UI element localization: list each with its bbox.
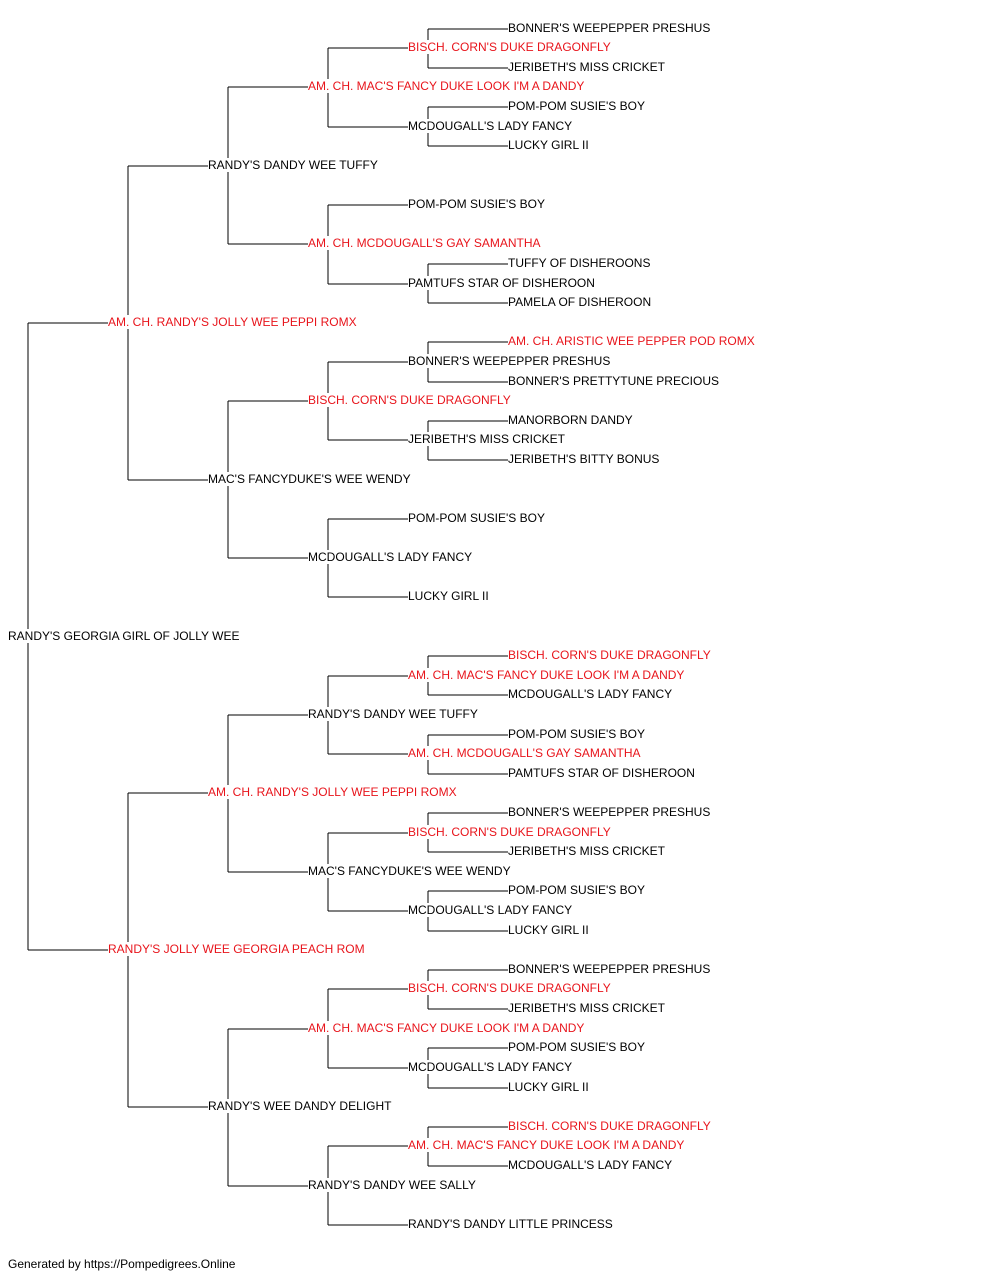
dog-name-dam-dam-dam-sire-sire: BISCH. CORN'S DUKE DRAGONFLY xyxy=(508,1119,712,1133)
dog-name-dam-sire-sire-sire-dam: MCDOUGALL'S LADY FANCY xyxy=(508,687,674,701)
dog-name-sire-sire: RANDY'S DANDY WEE TUFFY xyxy=(208,158,379,172)
dog-name-sire-dam-dam: MCDOUGALL'S LADY FANCY xyxy=(308,550,474,564)
dog-name-dam-dam-dam-sire: AM. CH. MAC'S FANCY DUKE LOOK I'M A DAND… xyxy=(408,1138,686,1152)
dog-name-dam-dam-dam-dam: RANDY'S DANDY LITTLE PRINCESS xyxy=(408,1217,614,1231)
dog-name-sire-sire-dam: AM. CH. MCDOUGALL'S GAY SAMANTHA xyxy=(308,236,542,250)
dog-name-dam-sire-dam-dam-dam: LUCKY GIRL II xyxy=(508,923,590,937)
dog-name-dam-sire-sire-dam-sire: POM-POM SUSIE'S BOY xyxy=(508,727,646,741)
dog-name-sire-dam: MAC'S FANCYDUKE'S WEE WENDY xyxy=(208,472,412,486)
dog-name-dam-dam-sire-sire: BISCH. CORN'S DUKE DRAGONFLY xyxy=(408,981,612,995)
dog-name-dam-dam-dam: RANDY'S DANDY WEE SALLY xyxy=(308,1178,477,1192)
dog-name-sire-sire-sire-dam: MCDOUGALL'S LADY FANCY xyxy=(408,119,574,133)
dog-name-dam-sire-sire-dam: AM. CH. MCDOUGALL'S GAY SAMANTHA xyxy=(408,746,642,760)
dog-name-sire-sire-dam-dam-sire: TUFFY OF DISHEROONS xyxy=(508,256,652,270)
dog-name-sire-dam-sire-sire: BONNER'S WEEPEPPER PRESHUS xyxy=(408,354,612,368)
dog-name-dam-dam-sire-sire-dam: JERIBETH'S MISS CRICKET xyxy=(508,1001,666,1015)
dog-name-dam: RANDY'S JOLLY WEE GEORGIA PEACH ROM xyxy=(108,942,366,956)
dog-name-sire-sire-dam-dam-dam: PAMELA OF DISHEROON xyxy=(508,295,653,309)
dog-name-sire-dam-dam-dam: LUCKY GIRL II xyxy=(408,589,490,603)
dog-name-sire-sire-sire-sire-sire: BONNER'S WEEPEPPER PRESHUS xyxy=(508,21,712,35)
dog-name-dam-dam-sire-dam-dam: LUCKY GIRL II xyxy=(508,1080,590,1094)
dog-name-dam-sire-sire: RANDY'S DANDY WEE TUFFY xyxy=(308,707,479,721)
dog-name-dam-sire-dam-dam: MCDOUGALL'S LADY FANCY xyxy=(408,903,574,917)
dog-name-dam-sire-sire-sire: AM. CH. MAC'S FANCY DUKE LOOK I'M A DAND… xyxy=(408,668,686,682)
dog-name-sire: AM. CH. RANDY'S JOLLY WEE PEPPI ROMX xyxy=(108,315,358,329)
dog-name-subject: RANDY'S GEORGIA GIRL OF JOLLY WEE xyxy=(8,629,241,643)
dog-name-dam-sire-dam-sire: BISCH. CORN'S DUKE DRAGONFLY xyxy=(408,825,612,839)
dog-name-sire-sire-dam-sire: POM-POM SUSIE'S BOY xyxy=(408,197,546,211)
dog-name-sire-dam-sire-dam-dam: JERIBETH'S BITTY BONUS xyxy=(508,452,661,466)
dog-name-sire-dam-sire-sire-sire: AM. CH. ARISTIC WEE PEPPER POD ROMX xyxy=(508,334,756,348)
dog-name-dam-sire-sire-sire-sire: BISCH. CORN'S DUKE DRAGONFLY xyxy=(508,648,712,662)
dog-name-dam-dam: RANDY'S WEE DANDY DELIGHT xyxy=(208,1099,393,1113)
dog-name-sire-sire-sire-dam-dam: LUCKY GIRL II xyxy=(508,138,590,152)
dog-name-dam-sire-dam: MAC'S FANCYDUKE'S WEE WENDY xyxy=(308,864,512,878)
dog-name-sire-dam-sire: BISCH. CORN'S DUKE DRAGONFLY xyxy=(308,393,512,407)
dog-name-dam-sire-sire-dam-dam: PAMTUFS STAR OF DISHEROON xyxy=(508,766,696,780)
dog-name-sire-dam-sire-dam-sire: MANORBORN DANDY xyxy=(508,413,634,427)
dog-name-dam-sire: AM. CH. RANDY'S JOLLY WEE PEPPI ROMX xyxy=(208,785,458,799)
dog-name-sire-sire-sire-sire-dam: JERIBETH'S MISS CRICKET xyxy=(508,60,666,74)
dog-name-dam-dam-sire: AM. CH. MAC'S FANCY DUKE LOOK I'M A DAND… xyxy=(308,1021,586,1035)
dog-name-dam-dam-sire-dam-sire: POM-POM SUSIE'S BOY xyxy=(508,1040,646,1054)
dog-name-sire-dam-sire-dam: JERIBETH'S MISS CRICKET xyxy=(408,432,566,446)
footer-credit: Generated by https://Pompedigrees.Online xyxy=(8,1257,236,1271)
dog-name-sire-dam-dam-sire: POM-POM SUSIE'S BOY xyxy=(408,511,546,525)
dog-name-sire-sire-sire-dam-sire: POM-POM SUSIE'S BOY xyxy=(508,99,646,113)
dog-name-dam-sire-dam-dam-sire: POM-POM SUSIE'S BOY xyxy=(508,883,646,897)
dog-name-dam-sire-dam-sire-sire: BONNER'S WEEPEPPER PRESHUS xyxy=(508,805,712,819)
dog-name-sire-sire-sire: AM. CH. MAC'S FANCY DUKE LOOK I'M A DAND… xyxy=(308,79,586,93)
dog-name-sire-sire-dam-dam: PAMTUFS STAR OF DISHEROON xyxy=(408,276,596,290)
dog-name-sire-sire-sire-sire: BISCH. CORN'S DUKE DRAGONFLY xyxy=(408,40,612,54)
dog-name-dam-dam-dam-sire-dam: MCDOUGALL'S LADY FANCY xyxy=(508,1158,674,1172)
dog-name-dam-dam-sire-dam: MCDOUGALL'S LADY FANCY xyxy=(408,1060,574,1074)
dog-name-dam-dam-sire-sire-sire: BONNER'S WEEPEPPER PRESHUS xyxy=(508,962,712,976)
dog-name-dam-sire-dam-sire-dam: JERIBETH'S MISS CRICKET xyxy=(508,844,666,858)
dog-name-sire-dam-sire-sire-dam: BONNER'S PRETTYTUNE PRECIOUS xyxy=(508,374,720,388)
